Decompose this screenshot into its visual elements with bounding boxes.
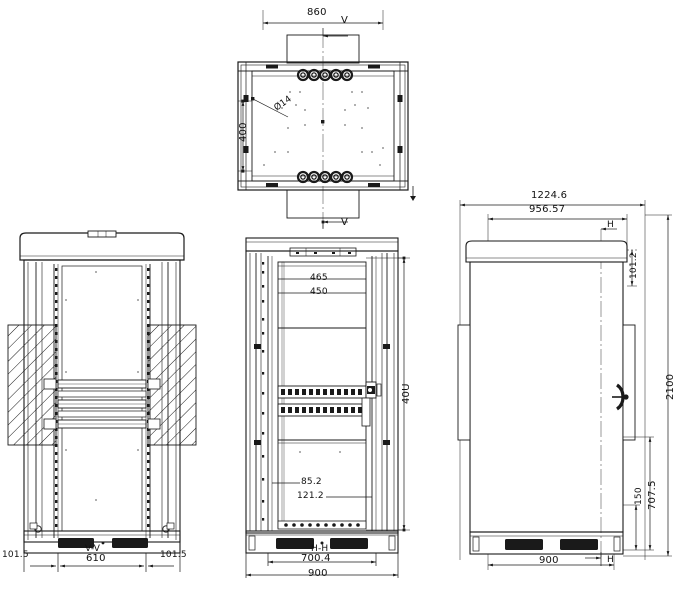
front-section-view	[245, 237, 410, 578]
shelf-stack	[43, 378, 161, 430]
dim-label-121-2: 121.2	[297, 491, 324, 501]
section-label-v-bottom: V	[341, 217, 349, 228]
dim-label-610: 610	[86, 553, 106, 564]
dim-left-view-bottom	[23, 553, 181, 572]
dim-label-1224-6: 1224.6	[531, 190, 568, 201]
section-label-h-h: H-H	[311, 544, 329, 554]
dim-label-101-5-right: 101.5	[160, 550, 187, 560]
dim-101-2	[627, 249, 637, 287]
section-mark-v-bottom	[321, 220, 348, 229]
section-label-h-bottom: H	[607, 555, 614, 565]
dim-860	[262, 10, 384, 30]
dim-front-bottom	[245, 553, 399, 578]
section-mark-h-bottom	[585, 552, 602, 566]
dim-label-85-2: 85.2	[301, 477, 322, 487]
leader-dia14	[251, 97, 289, 118]
dim-2100	[623, 214, 672, 557]
left-frame-posts	[254, 253, 273, 531]
dim-150	[623, 504, 640, 550]
dim-label-900-mid: 900	[308, 568, 328, 579]
dim-label-150: 150	[634, 487, 644, 505]
door-lock-assembly	[361, 381, 382, 427]
rack-rail-strip-lower	[277, 403, 367, 417]
section-label-v-top: V	[341, 15, 349, 26]
dim-label-40u: 40U	[401, 383, 412, 404]
left-section-view	[7, 230, 197, 572]
dim-label-700-4: 700.4	[301, 553, 331, 564]
mounting-holes	[263, 91, 384, 166]
dim-400	[238, 99, 252, 173]
section-label-v-v: V-V	[85, 544, 101, 554]
dim-label-900-right: 900	[539, 555, 559, 566]
door-handle	[612, 383, 629, 411]
dim-label-450: 450	[310, 287, 328, 297]
dim-40u	[366, 256, 410, 532]
top-view	[237, 10, 416, 229]
dim-label-2100: 2100	[665, 373, 676, 400]
section-label-h-top: H	[607, 220, 614, 230]
dim-label-860: 860	[307, 7, 327, 18]
dim-label-101-5-left: 101.5	[2, 550, 29, 560]
rack-rail-strip-upper	[277, 385, 367, 399]
side-elevation-view	[457, 200, 672, 570]
dim-label-956-57: 956.57	[529, 204, 566, 215]
dim-label-707-5: 707.5	[647, 480, 658, 510]
bottom-cable-entry	[277, 520, 367, 530]
dim-label-465: 465	[310, 273, 328, 283]
dim-900-right	[487, 554, 615, 570]
dim-label-101-2: 101.2	[629, 252, 639, 279]
dim-label-400: 400	[238, 122, 249, 142]
dim-707-5	[623, 436, 654, 551]
section-mark-h-top	[600, 227, 617, 560]
